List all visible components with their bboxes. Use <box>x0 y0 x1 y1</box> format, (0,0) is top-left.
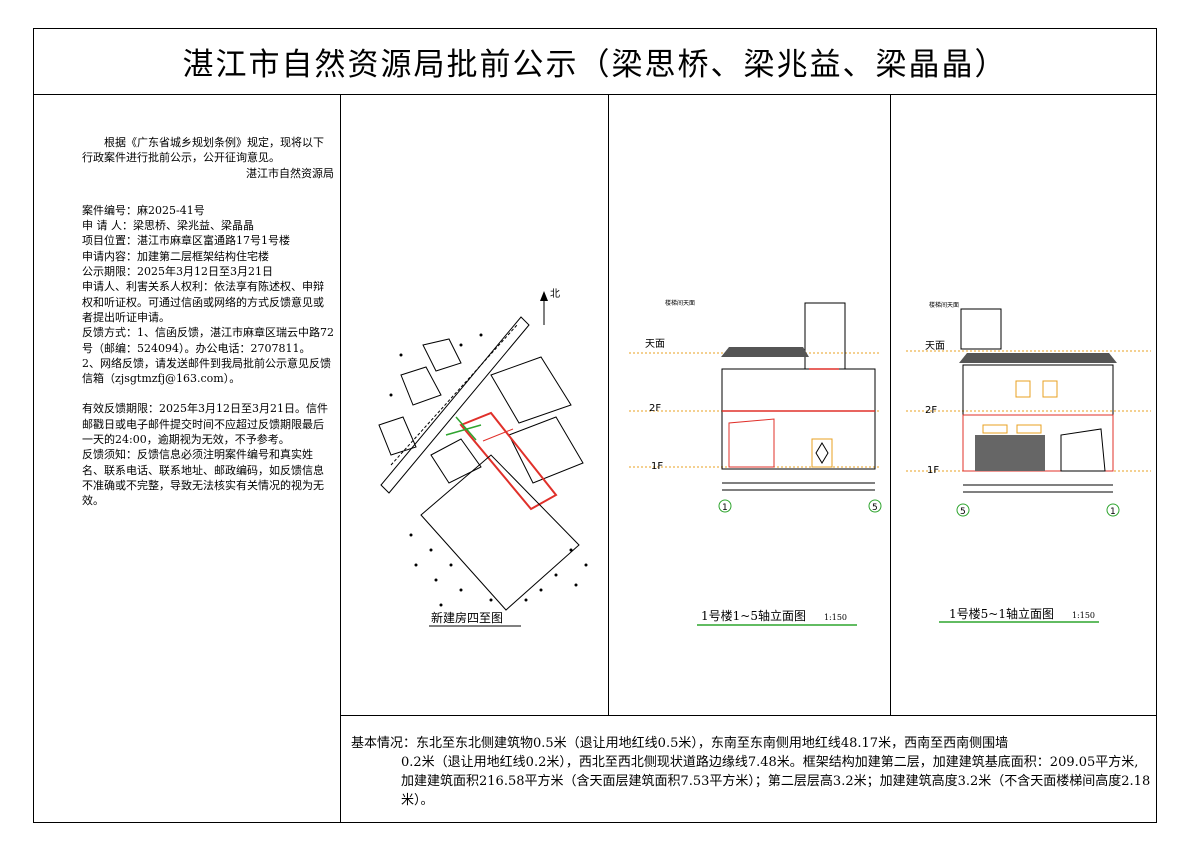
block-2 <box>422 338 462 372</box>
green-line-2 <box>445 424 482 436</box>
level-roof-label: 天面 <box>645 339 665 350</box>
applicant: 申 请 人：梁思桥、梁兆益、梁晶晶 <box>82 219 254 233</box>
parcel-line <box>482 428 514 442</box>
block-1 <box>400 366 442 406</box>
block-3 <box>378 416 417 456</box>
stair-house <box>804 302 846 370</box>
page-title: 湛江市自然资源局批前公示（梁思桥、梁兆益、梁晶晶） <box>182 47 1008 83</box>
notice-column <box>34 95 341 823</box>
axis-1-label-2: 1 <box>1110 507 1116 517</box>
elevation-1-drawing: 天面 2F 1F 楼梯间天面 1 5 <box>629 299 882 626</box>
level-1f-label: 1F <box>651 461 663 472</box>
axis-1-marker-2 <box>1106 503 1120 517</box>
north-label: 北 <box>550 288 560 300</box>
front-door <box>811 438 833 468</box>
elevation-2-drawing: 天面 2F 1F 楼梯间天面 5 1 <box>906 301 1151 623</box>
elevation-1-title: 1号楼1~5轴立面图 <box>701 609 806 623</box>
level-2f-label: 2F <box>649 403 661 414</box>
shutter-door <box>975 435 1045 471</box>
feedback-letter: 反馈方式：1、信函反馈，湛江市麻章区瑞云中路72号（邮编：524094）。办公电… <box>82 326 334 355</box>
axis-5-marker <box>868 499 882 513</box>
notice-issuer: 湛江市自然资源局 <box>246 166 334 180</box>
stair-label: 楼梯间天面 <box>665 299 695 307</box>
block-4 <box>490 356 572 424</box>
block-5 <box>508 416 584 484</box>
elevation-2-title: 1号楼5~1轴立面图 <box>949 607 1054 621</box>
road-outline <box>380 316 530 494</box>
basic-info-section: 基本情况：东北至东北侧建筑物0.5米（退让用地红线0.5米），东南至东南侧用地红… <box>341 715 1157 823</box>
garage-door <box>728 418 775 468</box>
vent-2 <box>1016 424 1042 434</box>
case-number: 案件编号：麻2025-41号 <box>82 203 205 217</box>
roof-tiles-2 <box>959 353 1117 363</box>
elevation-2-scale: 1:150 <box>1071 611 1096 620</box>
notice-intro: 根据《广东省城乡规划条例》规定，现将以下行政案件进行批前公示，公开征询意见。 <box>82 136 324 165</box>
road-center <box>390 324 518 466</box>
stakeholder-rights: 申请人、利害关系人权利：依法享有陈述权、申辩权和听证权。可通过信函或网络的方式反… <box>82 280 324 324</box>
basic-info: 基本情况：东北至东北侧建筑物0.5米（退让用地红线0.5米），东南至东南侧用地红… <box>351 734 1151 810</box>
lower-block <box>420 454 580 611</box>
axis-5-marker-2 <box>956 503 970 517</box>
application-content: 申请内容：加建第二层框架结构住宅楼 <box>82 249 269 263</box>
subject-parcel <box>459 411 558 511</box>
elevation-1-caption: 1号楼1~5轴立面图 1:150 <box>701 607 847 624</box>
roof-tiles <box>721 347 809 357</box>
feedback-deadline: 有效反馈期限：2025年3月12日至3月21日。信件邮戳日或电子邮件提交时间不应… <box>82 402 328 447</box>
basic-info-line-2: 0.2米（退让用地红线0.2米），西北至西北侧现状道路边缘线7.48米。框架结构… <box>401 755 1151 808</box>
stair-house-2 <box>960 308 1002 350</box>
building-outline <box>721 368 876 470</box>
green-line-1 <box>455 416 477 441</box>
feedback-notes: 反馈须知：反馈信息必须注明案件编号和真实姓名、联系电话、联系地址、邮政编码，如反… <box>82 448 324 508</box>
notice-board: 湛江市自然资源局批前公示（梁思桥、梁兆益、梁晶晶） 根据《广东省城乡规划条例》规… <box>33 28 1157 823</box>
site-plan-panel: 北 <box>341 95 609 715</box>
title-row: 湛江市自然资源局批前公示（梁思桥、梁兆益、梁晶晶） <box>34 29 1156 95</box>
elevation-1-scale: 1:150 <box>823 613 848 622</box>
tree-dots <box>389 333 588 607</box>
level-1f-label-2: 1F <box>927 465 939 476</box>
axis-5-label: 5 <box>872 503 878 513</box>
elevation-1-panel: 天面 2F 1F 楼梯间天面 1 5 <box>609 95 891 715</box>
feedback-email: 2、网络反馈，请发送邮件到我局批前公示意见反馈信箱（zjsgtmzfj@163.… <box>82 356 331 386</box>
site-plan-drawing: 北 <box>378 288 588 627</box>
stair-label-2: 楼梯间天面 <box>929 301 959 309</box>
axis-1-label: 1 <box>722 503 728 513</box>
basic-info-line-1: 基本情况：东北至东北侧建筑物0.5米（退让用地红线0.5米），东南至东南侧用地红… <box>351 736 1009 751</box>
notice-text: 根据《广东省城乡规划条例》规定，现将以下行政案件进行批前公示，公开征询意见。 湛… <box>82 135 334 509</box>
site-plan-caption: 新建房四至图 <box>431 611 504 625</box>
level-2f-label-2: 2F <box>925 405 937 416</box>
elevation-2-panel: 天面 2F 1F 楼梯间天面 5 1 <box>891 95 1157 715</box>
door-diamond <box>815 442 829 464</box>
project-location: 项目位置：湛江市麻章区富通路17号1号楼 <box>82 234 290 248</box>
window-1 <box>1015 380 1031 398</box>
block-6 <box>430 438 482 484</box>
publicity-period: 公示期限：2025年3月12日至3月21日 <box>82 265 273 279</box>
side-door <box>1060 428 1106 472</box>
elevation-2-caption: 1号楼5~1轴立面图 1:150 <box>949 605 1095 622</box>
north-arrowhead-icon <box>540 291 548 301</box>
axis-5-label-2: 5 <box>960 507 966 517</box>
window-2 <box>1042 380 1058 398</box>
axis-1-marker <box>718 499 732 513</box>
level-roof-label-2: 天面 <box>925 341 945 352</box>
vent-1 <box>982 424 1008 434</box>
